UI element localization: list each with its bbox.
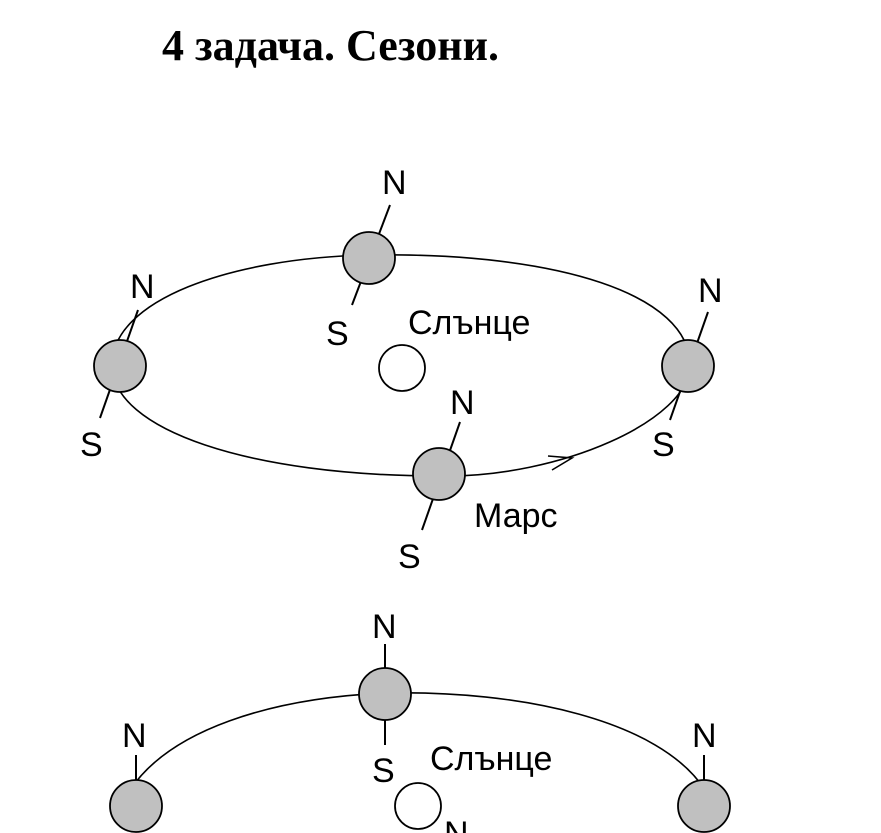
north-label: N	[698, 272, 723, 310]
planet-top-2	[358, 667, 412, 721]
diagram-top: Слънце N S N S N S N S Марс	[80, 164, 723, 576]
planet-right-2	[677, 779, 731, 833]
sun-label-top: Слънце	[408, 304, 530, 342]
north-label: N	[130, 268, 155, 306]
north-label: N	[450, 384, 475, 422]
north-label: N	[692, 717, 717, 755]
south-label: S	[398, 538, 421, 576]
planet-left	[93, 339, 147, 393]
north-label: N	[122, 717, 147, 755]
south-label: S	[80, 426, 103, 464]
south-label: S	[326, 315, 349, 353]
page-title: 4 задача. Сезони.	[162, 21, 499, 70]
north-label: N	[444, 815, 469, 833]
south-label: S	[372, 752, 395, 790]
planet-left-2	[109, 779, 163, 833]
planet-right	[661, 339, 715, 393]
north-label: N	[382, 164, 407, 202]
planet-label: Марс	[474, 497, 558, 535]
diagram-bottom: Слънце N S N N N	[109, 608, 731, 833]
south-label: S	[652, 426, 675, 464]
orbit-direction-arrow	[547, 455, 575, 471]
orbit-bottom	[129, 692, 706, 791]
sun-top	[378, 344, 426, 392]
north-label: N	[372, 608, 397, 646]
planet-bottom	[412, 447, 466, 501]
planet-top	[342, 231, 396, 285]
sun-label-bottom: Слънце	[430, 740, 552, 778]
sun-bottom	[394, 782, 442, 830]
